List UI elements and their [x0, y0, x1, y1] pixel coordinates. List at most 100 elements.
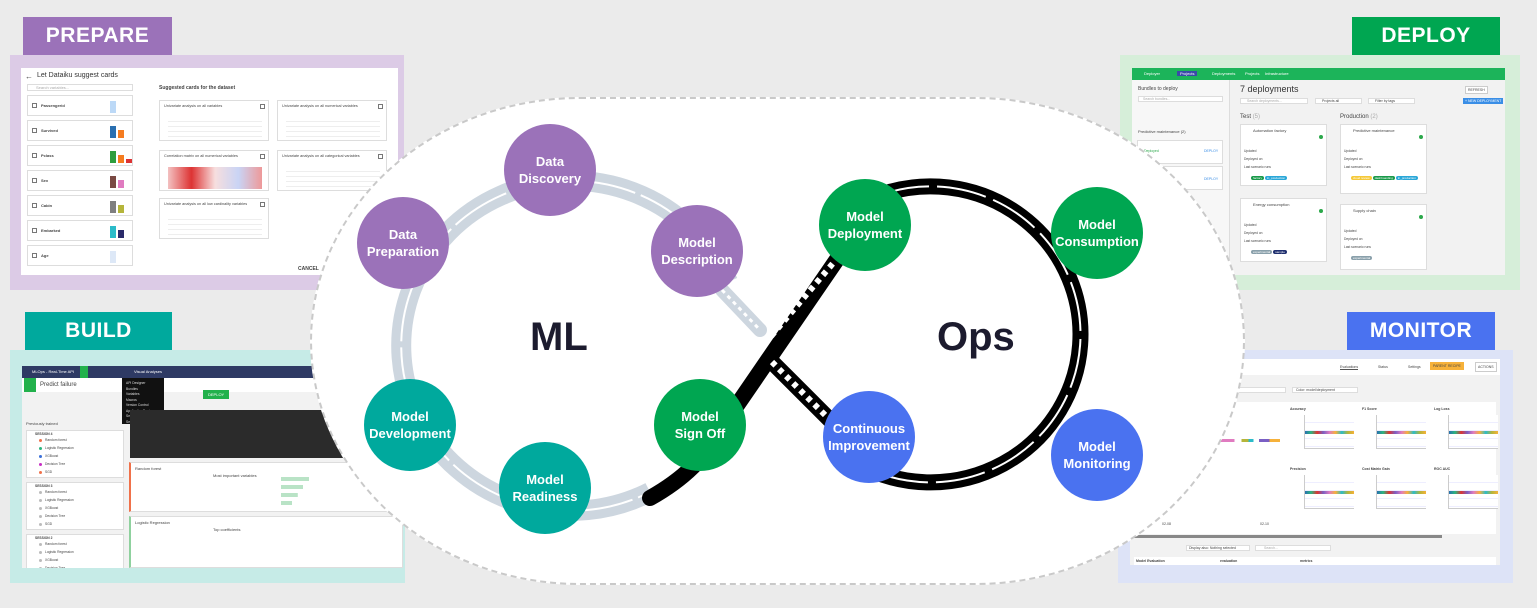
card-title: Univariate analysis on all variables — [164, 104, 223, 108]
deploy-bundle-button[interactable]: DEPLOY — [1204, 177, 1219, 181]
checkbox[interactable] — [32, 153, 37, 158]
bundles-search[interactable]: Search bundles... — [1138, 96, 1223, 102]
model-name[interactable]: Logistic Regression — [45, 446, 74, 450]
menu-item[interactable]: API Designer — [126, 381, 146, 385]
table-search[interactable]: Search... — [1255, 545, 1331, 551]
model-name[interactable]: XGBoost — [45, 558, 59, 562]
menu-item[interactable]: Bundles — [126, 386, 138, 391]
model-name[interactable]: Decision Tree — [45, 462, 66, 466]
chart-title: ROC AUC — [1434, 467, 1451, 471]
deploy-bundle-button[interactable]: DEPLOY — [1204, 149, 1219, 153]
model-name[interactable]: Random forest — [45, 490, 67, 494]
metric-chart: Cost Matrix Gain — [1362, 467, 1428, 515]
checkbox[interactable] — [32, 253, 37, 258]
horizontal-scrollbar[interactable] — [1134, 535, 1442, 538]
flow-icon[interactable] — [80, 366, 88, 378]
checkbox[interactable] — [32, 178, 37, 183]
suggested-card[interactable]: Univariate analysis on all numerical var… — [277, 100, 387, 141]
detail-title: Random forest — [135, 466, 162, 471]
variable-item[interactable]: Sex — [27, 170, 133, 191]
tab[interactable]: Status — [1378, 365, 1388, 369]
search-deployments[interactable]: Search deployments... — [1240, 98, 1308, 104]
new-deployment-button[interactable]: + NEW DEPLOYMENT — [1463, 98, 1504, 104]
actions-button[interactable]: ACTIONS — [1475, 362, 1497, 372]
menu-item[interactable]: Version Control — [126, 403, 149, 407]
bundle-group[interactable]: Predictive maintenance (2) — [1138, 129, 1186, 134]
tag[interactable]: dashboarding — [1372, 176, 1395, 180]
col-header: Model Evaluation — [1136, 559, 1165, 563]
variable-item[interactable]: Passengerid — [27, 95, 133, 116]
variable-item[interactable]: Embarked — [27, 220, 133, 241]
back-arrow-icon[interactable]: ← — [25, 72, 33, 81]
suggested-card[interactable]: Correlation matrix on all numerical vari… — [159, 150, 269, 191]
variable-item[interactable]: Pclass — [27, 145, 133, 166]
ml-title: ML — [530, 315, 588, 359]
checkbox[interactable] — [32, 128, 37, 133]
session-title: SESSION 4 — [35, 432, 53, 436]
variable-item[interactable]: Cabin — [27, 195, 133, 216]
projects-filter[interactable]: Projects all — [1315, 98, 1362, 104]
card-title: Univariate analysis on all numerical var… — [282, 104, 358, 108]
tag[interactable]: factory — [1251, 176, 1265, 180]
variable-item[interactable]: Survived — [27, 120, 133, 141]
checkbox[interactable] — [32, 203, 37, 208]
tag[interactable]: experimental — [1251, 250, 1273, 254]
node-label-line2: Development — [369, 426, 451, 441]
visual-analyses-menu[interactable]: Visual Analyses — [134, 369, 162, 374]
checkbox[interactable] — [32, 228, 37, 233]
tab[interactable]: Evaluations — [1340, 365, 1359, 370]
variable-item[interactable]: Age — [27, 245, 133, 266]
model-name[interactable]: Random forest — [45, 542, 67, 546]
checkbox[interactable] — [32, 103, 37, 108]
model-name[interactable]: Random forest — [45, 438, 67, 442]
node-label-line1: Data — [535, 154, 565, 169]
model-name[interactable]: XGBoost — [45, 506, 59, 510]
suggested-card[interactable]: Univariate analysis on all variables — [159, 100, 269, 141]
menu-item[interactable]: Macros — [126, 397, 137, 402]
nav-projects[interactable]: Projects — [1177, 71, 1198, 76]
model-name[interactable]: Logistic Regression — [45, 550, 74, 554]
tab[interactable]: Settings — [1408, 365, 1421, 369]
suggested-card[interactable]: Univariate analysis on all low cardinali… — [159, 198, 269, 239]
x-tick: 02-08 — [1162, 522, 1171, 526]
tag[interactable]: in_production — [1265, 176, 1288, 180]
card-checkbox[interactable] — [378, 154, 383, 159]
nav-deployments[interactable]: Deployments — [1212, 71, 1236, 76]
nav-infrastructure[interactable]: Infrastructure — [1265, 71, 1289, 76]
card-checkbox[interactable] — [260, 154, 265, 159]
session-title: SESSION 3 — [35, 484, 53, 488]
parent-recipe-button[interactable]: PARENT RECIPE — [1430, 362, 1464, 370]
cancel-button[interactable]: CANCEL — [298, 266, 319, 272]
card-checkbox[interactable] — [260, 202, 265, 207]
model-name[interactable]: Decision Tree — [45, 566, 66, 568]
tag[interactable]: sample — [1273, 250, 1287, 254]
model-name[interactable]: Decision Tree — [45, 514, 66, 518]
tag[interactable]: cloud review — [1351, 176, 1372, 180]
model-name[interactable]: Logistic Regression — [45, 498, 74, 502]
card-checkbox[interactable] — [378, 104, 383, 109]
tags-filter[interactable]: Filter by tags — [1368, 98, 1415, 104]
tag[interactable]: in_production — [1395, 176, 1418, 180]
nav-deployer[interactable]: Deployer — [1144, 71, 1161, 76]
model-name[interactable]: SGD — [45, 470, 53, 474]
model-name[interactable]: SGD — [45, 522, 53, 526]
refresh-button[interactable]: REFRESH — [1465, 86, 1488, 94]
color-select[interactable]: Color: model/deployment — [1292, 387, 1358, 393]
deployment-name: Predictive maintenance — [1353, 128, 1395, 133]
deployed-on-label: Deployed on — [1344, 157, 1363, 161]
nav-projects[interactable]: Projects — [1245, 71, 1260, 76]
display-select[interactable]: Display also: Nothing selected — [1186, 545, 1250, 551]
deploy-button[interactable]: DEPLOY — [203, 390, 230, 399]
menu-item[interactable]: Variables — [126, 392, 140, 396]
card-checkbox[interactable] — [260, 104, 265, 109]
search-input[interactable]: Search variables... — [27, 84, 133, 91]
tag[interactable]: experimental — [1351, 256, 1373, 260]
model-name[interactable]: XGBoost — [45, 454, 59, 458]
